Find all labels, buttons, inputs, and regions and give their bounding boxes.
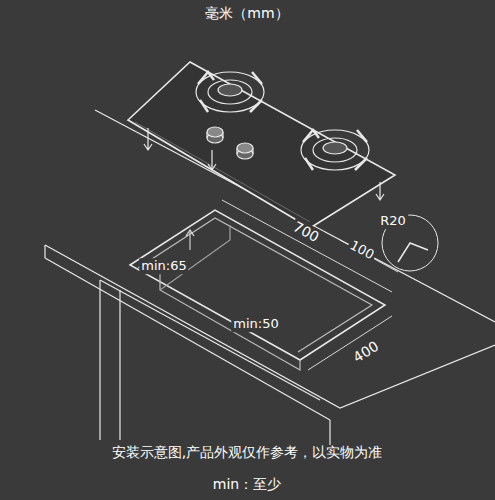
unit-title: 毫米（mm） — [205, 5, 288, 22]
dimension-label: 400 — [349, 337, 384, 368]
note: min：至少 — [213, 476, 281, 493]
dimension-label: min:65 — [139, 258, 188, 274]
dimension-label: min:50 — [231, 316, 280, 332]
caption: 安装示意图,产品外观仅作参考，以实物为准 — [112, 444, 382, 461]
radius-label: R20 — [378, 213, 408, 229]
dimension-label: 100 — [346, 236, 379, 263]
